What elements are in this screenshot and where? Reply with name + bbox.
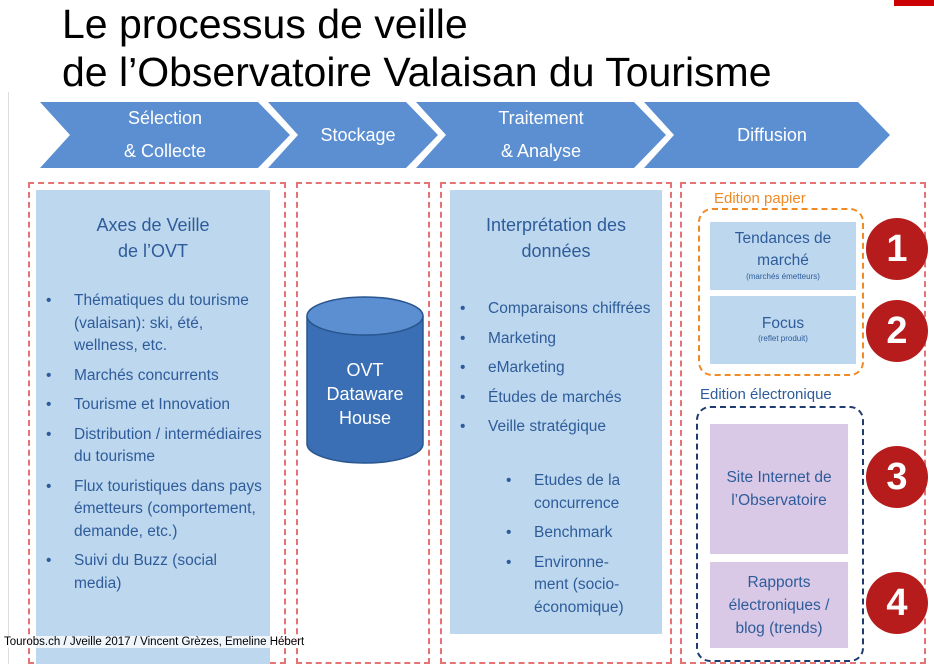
stage-analysis-line1: Traitement: [498, 108, 584, 128]
electronic-reports-label: Rapports électroniques / blog (trends): [728, 573, 830, 637]
storage-line3: House: [338, 408, 392, 428]
stage-analysis-line2: & Analyse: [500, 141, 582, 161]
list-item: Environne-ment (socio-économique): [506, 552, 638, 620]
number-badge-3: 3: [866, 446, 928, 508]
analysis-title-line2: données: [521, 241, 591, 261]
analysis-title-line1: Interprétation des: [485, 215, 627, 235]
website-label: Site Internet de l’Observatoire: [726, 469, 832, 509]
slide-title-line2: de l’Observatoire Valaisan du Tourisme: [62, 49, 772, 95]
number-badge-4: 4: [866, 572, 928, 634]
stage-selection-line1: Sélection: [127, 108, 203, 128]
market-trends-label: Tendances de marché: [734, 230, 832, 269]
stage-arrow-selection: Sélection & Collecte: [40, 102, 290, 168]
database-cylinder-icon: [306, 296, 424, 464]
electronic-edition-group: [696, 406, 864, 662]
focus-sublabel: (reflet produit): [758, 334, 808, 343]
selection-title-line1: Axes de Veille: [96, 215, 210, 235]
list-item: eMarketing: [460, 357, 656, 380]
footer-credit: Tourobs.ch / Jveille 2017 / Vincent Grèz…: [2, 636, 307, 648]
list-item: Distribution / intermédiaires du tourism…: [46, 424, 268, 469]
slide-title-line1: Le processus de veille: [62, 1, 468, 47]
list-item: Thématiques du tourisme (valaisan): ski,…: [46, 290, 268, 358]
column-storage: [296, 182, 430, 664]
list-item: Études de marchés: [460, 387, 656, 410]
focus-label: Focus: [761, 315, 805, 332]
website-box: Site Internet de l’Observatoire: [710, 424, 848, 554]
stage-storage-label: Stockage: [320, 124, 396, 145]
stage-arrow-analysis: Traitement & Analyse: [416, 102, 666, 168]
paper-edition-label: Edition papier: [714, 190, 806, 207]
column-analysis: [440, 182, 672, 664]
market-trends-sublabel: (marchés émetteurs): [746, 272, 820, 281]
focus-box: Focus (reflet produit): [710, 296, 856, 364]
selection-panel: Axes de Veille de l’OVT Thématiques du t…: [36, 190, 270, 664]
stage-arrow-diffusion: Diffusion: [644, 102, 890, 168]
list-item: Comparaisons chiffrées: [460, 298, 656, 321]
list-item: Benchmark: [506, 522, 638, 545]
number-badge-2: 2: [866, 300, 928, 362]
selection-title-line2: de l’OVT: [117, 241, 189, 261]
analysis-sublist: Etudes de la concurrence Benchmark Envir…: [506, 470, 638, 626]
storage-label: OVT Dataware House: [306, 358, 424, 430]
list-item: Veille stratégique: [460, 416, 656, 439]
list-item: Tourisme et Innovation: [46, 394, 268, 417]
electronic-reports-box: Rapports électroniques / blog (trends): [710, 562, 848, 648]
analysis-list: Comparaisons chiffrées Marketing eMarket…: [460, 298, 656, 446]
stage-arrow-storage: Stockage: [268, 102, 438, 168]
list-item: Marchés concurrents: [46, 365, 268, 388]
list-item: Marketing: [460, 328, 656, 351]
list-item: Etudes de la concurrence: [506, 470, 638, 515]
stage-diffusion-label: Diffusion: [737, 124, 807, 145]
storage-line2: Dataware: [326, 384, 404, 404]
list-item: Flux touristiques dans pays émetteurs (c…: [46, 476, 268, 544]
list-item: Suivi du Buzz (social media): [46, 550, 268, 595]
number-badge-1: 1: [866, 218, 928, 280]
selection-list: Thématiques du tourisme (valaisan): ski,…: [46, 290, 268, 602]
column-diffusion: [680, 182, 926, 664]
storage-line1: OVT: [346, 360, 384, 380]
electronic-edition-label: Edition électronique: [700, 386, 832, 403]
top-accent-bar: [894, 0, 934, 6]
analysis-panel: Interprétation des données Comparaisons …: [450, 190, 662, 634]
stage-selection-line2: & Collecte: [123, 141, 207, 161]
market-trends-box: Tendances de marché (marchés émetteurs): [710, 222, 856, 290]
paper-edition-group: [698, 208, 864, 376]
